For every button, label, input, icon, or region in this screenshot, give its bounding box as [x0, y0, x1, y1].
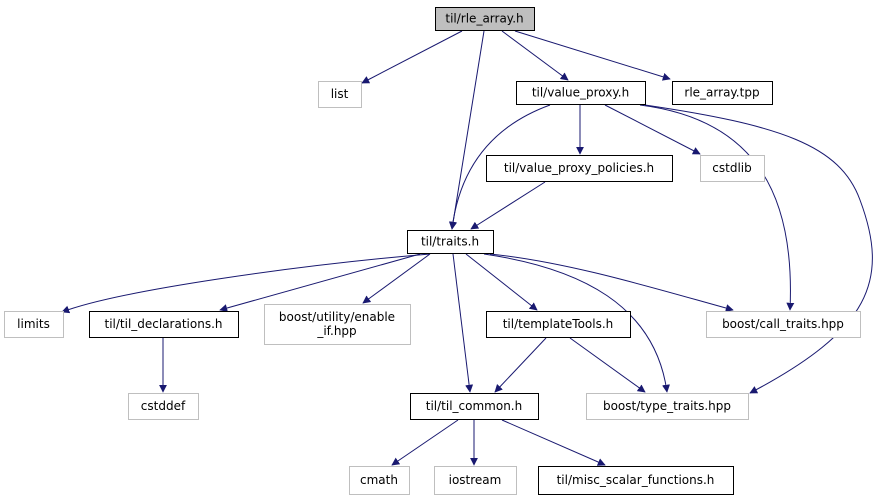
- edge-traits-h-to-enable-if-hpp: [362, 253, 431, 304]
- node-label: til/rle_array.h: [445, 12, 523, 26]
- node-list: list: [318, 81, 362, 108]
- node-box: [128, 393, 199, 420]
- node-label: boost/call_traits.hpp: [722, 317, 844, 331]
- node-label: rle_array.tpp: [684, 86, 759, 100]
- edge-value-proxy-h-to-cstdlib: [604, 104, 701, 155]
- node-label: cstddef: [141, 399, 186, 413]
- edge-value-proxy-h-to-traits-h: [448, 104, 551, 230]
- edges-layer: [61, 30, 873, 466]
- node-value-proxy-h[interactable]: til/value_proxy.h: [516, 81, 646, 105]
- node-label: til/til_declarations.h: [104, 317, 222, 331]
- edge-rle-array-h-to-traits-h: [449, 30, 485, 230]
- edge-rle-array-h-to-list: [361, 30, 463, 84]
- node-box: [434, 466, 517, 495]
- node-box: [407, 230, 494, 254]
- node-label: til/templateTools.h: [503, 317, 614, 331]
- node-til-common-h[interactable]: til/til_common.h: [410, 393, 539, 420]
- node-iostream: iostream: [434, 466, 517, 495]
- node-label: limits: [17, 317, 50, 331]
- node-label: til/til_common.h: [426, 399, 522, 413]
- node-rle-array-tpp[interactable]: rle_array.tpp: [672, 81, 773, 105]
- edge-til-common-h-to-cmath: [391, 419, 459, 466]
- edge-traits-h-to-call-traits-hpp: [489, 253, 734, 312]
- node-box: [538, 466, 734, 495]
- node-label: _if.hpp: [316, 324, 356, 338]
- node-label: boost/type_traits.hpp: [603, 399, 731, 413]
- edge-value-proxy-policies-h-to-traits-h: [470, 181, 546, 230]
- node-cstddef: cstddef: [128, 393, 199, 420]
- node-label: iostream: [449, 473, 502, 487]
- node-call-traits-hpp: boost/call_traits.hpp: [706, 311, 861, 338]
- node-box: [435, 7, 535, 31]
- node-box: [486, 155, 673, 182]
- node-templateTools-h[interactable]: til/templateTools.h: [486, 311, 631, 338]
- edge-traits-h-to-templateTools-h: [465, 253, 538, 311]
- node-label: til/value_proxy.h: [532, 86, 629, 100]
- node-label: til/misc_scalar_functions.h: [557, 473, 715, 487]
- node-label: list: [331, 87, 349, 101]
- node-label: til/traits.h: [421, 235, 479, 249]
- node-cstdlib: cstdlib: [700, 155, 765, 182]
- edge-traits-h-to-til-declarations-h: [219, 253, 421, 312]
- node-type-traits-hpp: boost/type_traits.hpp: [586, 393, 749, 420]
- node-traits-h[interactable]: til/traits.h: [407, 230, 494, 254]
- node-box: [706, 311, 861, 338]
- node-limits: limits: [4, 311, 64, 338]
- node-label: cstdlib: [712, 161, 751, 175]
- node-box: [410, 393, 539, 420]
- node-til-declarations-h[interactable]: til/til_declarations.h: [89, 311, 239, 338]
- node-box: [516, 81, 646, 105]
- node-enable-if-hpp: boost/utility/enable_if.hpp: [264, 304, 411, 345]
- edge-traits-h-to-limits: [61, 253, 431, 314]
- node-misc-scalar-functions-h[interactable]: til/misc_scalar_functions.h: [538, 466, 734, 495]
- node-cmath: cmath: [349, 466, 410, 495]
- node-box: [586, 393, 749, 420]
- node-label: cmath: [360, 473, 398, 487]
- edge-value-proxy-h-to-type-traits-hpp: [644, 104, 873, 394]
- edge-rle-array-h-to-value-proxy-h: [501, 30, 569, 81]
- node-box: [349, 466, 410, 495]
- node-label: boost/utility/enable: [279, 310, 395, 324]
- node-box: [700, 155, 765, 182]
- node-box: [89, 311, 239, 338]
- edge-traits-h-to-type-traits-hpp: [483, 253, 670, 393]
- node-box: [4, 311, 64, 338]
- node-value-proxy-policies-h[interactable]: til/value_proxy_policies.h: [486, 155, 673, 182]
- node-box: [672, 81, 773, 105]
- node-box: [486, 311, 631, 338]
- node-label: til/value_proxy_policies.h: [504, 161, 654, 175]
- edge-value-proxy-h-to-call-traits-hpp: [639, 104, 795, 311]
- node-box: [264, 304, 411, 345]
- edge-templateTools-h-to-type-traits-hpp: [569, 337, 646, 393]
- edge-traits-h-to-til-common-h: [452, 253, 474, 393]
- node-rle-array-h: til/rle_array.h: [435, 7, 535, 31]
- edge-templateTools-h-to-til-common-h: [494, 337, 547, 393]
- edge-til-common-h-to-misc-scalar-functions-h: [501, 419, 606, 466]
- node-box: [318, 81, 362, 108]
- edge-rle-array-h-to-rle-array-tpp: [514, 30, 671, 81]
